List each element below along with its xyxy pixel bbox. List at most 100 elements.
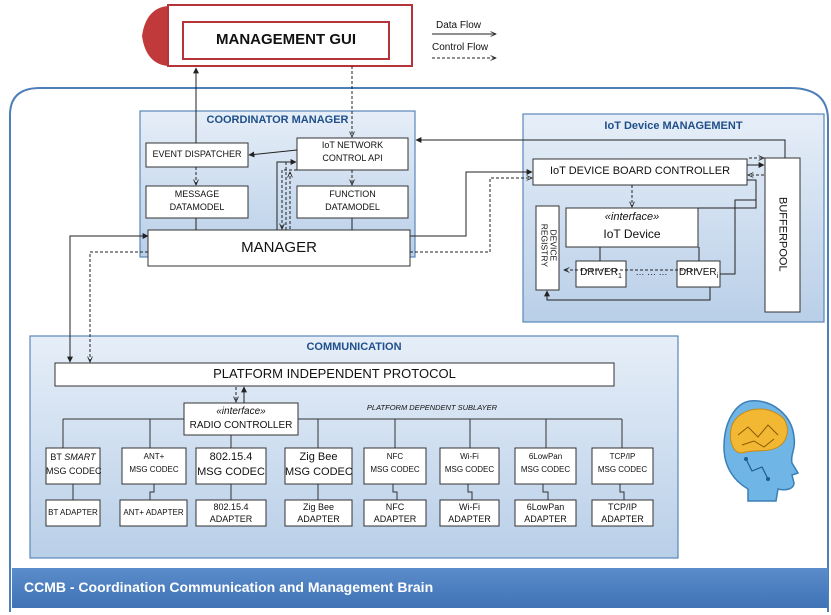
codec-label-nfc-1: NFC (386, 452, 404, 461)
manager-box (147, 229, 411, 267)
adapter-box-tcpip (591, 499, 654, 527)
coordinator-title: COORDINATOR MANAGER (206, 114, 349, 126)
codec-label-wifi-2: MSG CODEC (444, 465, 495, 474)
driver-ellipsis: … … … (635, 267, 668, 277)
codec-label-zigbee-1: Zig Bee (299, 451, 338, 463)
adapter-label-6lowpan-1: 6LowPan (526, 502, 565, 512)
footer-bar (12, 568, 828, 608)
brain-head-icon (723, 400, 800, 502)
adapter-label-wifi-2: ADAPTER (448, 514, 491, 524)
codec-box-6lowpan (514, 447, 577, 485)
codec-box-bt (45, 447, 101, 485)
codec-label-tcpip-2: MSG CODEC (597, 465, 648, 474)
protocol-label: PLATFORM INDEPENDENT PROTOCOL (213, 366, 456, 381)
codec-box-802 (195, 447, 267, 485)
codec-box-zigbee (284, 447, 353, 485)
ccmb-outline (9, 87, 829, 612)
legend-control-flow-label: Control Flow (432, 42, 489, 53)
adapter-label-tcpip-2: ADAPTER (601, 514, 644, 524)
network-api-box (296, 137, 409, 171)
driver-1-text: DRIVER (580, 267, 618, 278)
radio-controller-box (183, 402, 299, 436)
protocol-box (54, 362, 615, 387)
radio-interface-label: «interface» (216, 406, 266, 417)
adapter-box-zigbee (284, 499, 353, 527)
iot-device-box (565, 207, 699, 248)
adapter-label-6lowpan-2: ADAPTER (524, 514, 567, 524)
adapter-label-wifi-1: Wi-Fi (459, 502, 480, 512)
radio-controller-label: RADIO CONTROLLER (189, 420, 293, 431)
bufferpool-label: BUFFERPOOL (776, 197, 789, 272)
codec-adapter-connectors (72, 484, 625, 500)
codec-label-802-1: 802.15.4 (209, 451, 253, 463)
codec-label-ant-1: ANT+ (143, 452, 165, 461)
message-datamodel-box (145, 185, 249, 219)
adapter-label-nfc-1: NFC (385, 502, 405, 512)
communication-title: COMMUNICATION (306, 341, 402, 353)
adapter-label-nfc-2: ADAPTER (373, 514, 417, 524)
driver-1-subscript: 1 (617, 273, 622, 280)
codec-label-zigbee-2: MSG CODEC (285, 466, 353, 478)
gui-inner-box (182, 21, 390, 60)
message-datamodel-label-2: DATAMODEL (169, 202, 225, 212)
adapter-box-802 (195, 499, 267, 527)
codec-box-nfc (363, 447, 427, 485)
sublayer-label: PLATFORM DEPENDENT SUBLAYER (366, 403, 498, 412)
manager-label: MANAGER (241, 239, 317, 256)
device-registry-label-2: REGISTRY (539, 223, 549, 267)
function-datamodel-box (296, 185, 409, 219)
adapter-label-802-1: 802.15.4 (213, 502, 249, 512)
management-gui-title: MANAGEMENT GUI (216, 31, 356, 48)
codec-bt-text: BT SMART (50, 452, 96, 462)
board-controller-box (532, 158, 748, 186)
event-dispatcher-box (145, 142, 249, 168)
codec-label-wifi-1: Wi-Fi (460, 452, 479, 461)
codec-label-bt-1: BT SMART (46, 452, 100, 462)
adapter-label-zigbee-2: ADAPTER (297, 514, 340, 524)
adapter-box-ant (119, 499, 188, 527)
network-api-label-2: CONTROL API (322, 153, 383, 163)
bufferpool-box (764, 157, 801, 313)
device-registry-box (535, 205, 560, 291)
codec-box-ant (121, 447, 187, 485)
device-registry-label-1: DEVICE (548, 229, 559, 262)
codec-label-6lowpan-1: 6LowPan (528, 452, 563, 461)
function-datamodel-label-2: DATAMODEL (325, 202, 380, 212)
message-datamodel-label-1: MESSAGE (174, 189, 220, 199)
radio-fanout-lines (62, 418, 623, 448)
iot-device-label: IoT Device (603, 227, 661, 241)
adapter-box-wifi (439, 499, 500, 527)
adapter-label-ant: ANT+ ADAPTER (123, 508, 184, 517)
event-dispatcher-label: EVENT DISPATCHER (152, 149, 242, 159)
footer-title: CCMB - Coordination Communication and Ma… (24, 579, 434, 595)
board-controller-label: IoT DEVICE BOARD CONTROLLER (549, 165, 731, 177)
codec-label-tcpip-1: TCP/IP (609, 452, 636, 461)
driver-1-box (575, 260, 627, 288)
iot-title: IoT Device MANAGEMENT (604, 120, 743, 132)
adapter-box-nfc (363, 499, 427, 527)
adapter-label-zigbee-1: Zig Bee (302, 502, 335, 512)
codec-label-802-2: MSG CODEC (197, 466, 265, 478)
codec-label-bt-2: MSG CODEC (46, 466, 102, 476)
driver-i-text: DRIVER (678, 267, 717, 278)
codec-label-nfc-2: MSG CODEC (370, 465, 420, 474)
network-api-label-1: IoT NETWORK (321, 140, 384, 150)
adapter-label-bt: BT ADAPTER (48, 508, 98, 517)
function-datamodel-label-1: FUNCTION (329, 189, 376, 199)
adapter-label-tcpip-1: TCP/IP (607, 502, 637, 512)
codec-label-6lowpan-2: MSG CODEC (520, 465, 571, 474)
codec-box-tcpip (591, 447, 654, 485)
driver-i-subscript: i (716, 273, 719, 280)
adapter-box-bt (45, 499, 101, 527)
legend-data-flow-label: Data Flow (436, 20, 482, 31)
driver-1-label: DRIVER1 (576, 267, 626, 281)
device-registry-label: DEVICE REGISTRY (539, 203, 558, 287)
adapter-box-6lowpan (514, 499, 577, 527)
codec-label-ant-2: MSG CODEC (129, 465, 179, 474)
iot-interface-label: «interface» (604, 211, 660, 223)
driver-i-label: DRIVERi (677, 267, 720, 281)
flow-connectors (67, 66, 786, 363)
adapter-label-802-2: ADAPTER (209, 514, 253, 524)
codec-box-wifi (439, 447, 500, 485)
